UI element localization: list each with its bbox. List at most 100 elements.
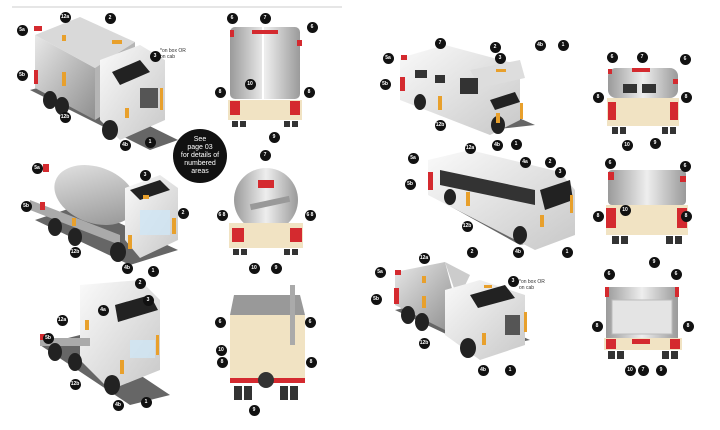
mixer-side-callout: 4b [121,262,133,274]
mixer-side-callout: 5a [31,162,43,174]
tractor-rear-callout: 8 [305,356,317,368]
mixer-side-callout: 2 [177,207,189,219]
dump-truck-side-callout: 4b [477,364,489,376]
tractor-side-callout: 1 [140,396,152,408]
bus-side-callout: 12a [464,142,476,154]
rv-side-callout: 3 [494,52,506,64]
dump-truck-side-callout: 5b [370,293,382,305]
bus-side-callout: 1 [561,246,573,258]
bus-rear-callout: 6 [604,157,616,169]
bus-side-callout: 4b [512,246,524,258]
bus-rear-illustration [606,170,688,244]
box-or-cab-note: *on box OR on cab [160,48,186,60]
tractor-side-callout: 5b [42,332,54,344]
see-note-line: numbered [184,160,216,167]
tractor-side-callout: 12a [56,314,68,326]
box-truck-rear-callout: 6 [226,12,238,24]
page-divider [12,6,342,8]
rv-side-illustration [400,45,535,135]
mixer-rear-callout: 7 [259,149,271,161]
rv-side-callout: 2 [489,41,501,53]
mixer-side-callout: 3 [139,169,151,181]
dump-truck-rear-callout: 8 [591,320,603,332]
box-truck-side-illustration [30,17,178,150]
box-truck-rear-callout: 9 [268,131,280,143]
rv-side-callout: 1 [510,138,522,150]
mixer-rear-callout: 6 8 [216,209,228,221]
bus-side-callout: 2 [544,156,556,168]
tractor-rear-callout: 6 [304,316,316,328]
box-truck-rear-callout: 10 [244,78,256,90]
rv-side-callout: 5b [379,78,391,90]
mixer-side-illustration [30,164,178,265]
box-truck-rear-callout: 8 [303,86,315,98]
rv-side-callout: 7 [434,37,446,49]
bus-side-callout: 4a [519,156,531,168]
rv-rear-callout: 7 [636,51,648,63]
mixer-side-callout: 12b [69,246,81,258]
see-note-line: for details of [180,152,220,159]
rv-side-callout: 1 [557,39,569,51]
box-truck-side-callout: 12b [59,111,71,123]
rv-rear-illustration [607,68,679,134]
rv-rear-callout: 6 [606,51,618,63]
bus-side-callout: 12b [461,220,473,232]
dump-truck-side-illustration [394,262,530,360]
dump-truck-rear-callout: 7 [637,364,649,376]
tractor-rear-callout: 9 [248,404,260,416]
bus-side-callout: 3 [554,166,566,178]
rv-rear-callout: 6 [679,53,691,65]
dump-truck-side-callout: 12b [418,337,430,349]
dump-truck-rear-callout: 6 [603,268,615,280]
bus-side-callout: 5b [404,178,416,190]
tractor-rear-callout: 6 [214,316,226,328]
box-truck-side-callout: 5a [16,24,28,36]
rv-side-callout: 4b [491,139,503,151]
box-truck-side-callout: 1 [144,136,156,148]
box-truck-side-callout: 3 [149,50,161,62]
bus-rear-callout: 8 [680,210,692,222]
dump-truck-rear-illustration [604,287,682,359]
bus-side-callout: 5a [407,152,419,164]
box-truck-rear-callout: 7 [259,12,271,24]
rv-rear-callout: 9 [649,137,661,149]
dump-truck-rear-callout: 8 [682,320,694,332]
mixer-side-callout: 1 [147,265,159,277]
rv-rear-callout: 8 [680,91,692,103]
box-truck-side-callout: 4b [119,139,131,151]
dump-truck-rear-callout: 9 [655,364,667,376]
tractor-rear-callout: 10 [215,344,227,356]
box-or-cab-note: *on box OR on cab [519,279,545,291]
rv-rear-callout: 8 [592,91,604,103]
bus-rear-callout: 10 [619,204,631,216]
see-note-line: See [193,136,207,143]
box-truck-rear-callout: 6 [306,21,318,33]
bus-rear-callout: 8 [592,210,604,222]
rv-side-callout: 4b [534,39,546,51]
dump-truck-side-callout: 3 [507,275,519,287]
dump-truck-rear-callout: 10 [624,364,636,376]
box-truck-rear-callout: 8 [214,86,226,98]
tractor-rear-illustration [230,285,305,400]
box-truck-rear-illustration [228,27,302,127]
see-note-line: areas [191,168,209,175]
tractor-rear-callout: 8 [216,356,228,368]
bus-rear-callout: 9 [648,256,660,268]
box-truck-side-callout: 2 [104,12,116,24]
rv-side-callout: 5a [382,52,394,64]
bus-side-illustration [428,150,575,250]
tractor-side-callout: 3 [142,294,154,306]
bus-rear-callout: 6 [679,160,691,172]
box-truck-side-callout: 12a [59,11,71,23]
mixer-rear-callout: 10 [248,262,260,274]
tractor-side-callout: 4b [112,399,124,411]
dump-truck-side-callout: 2 [466,246,478,258]
dump-truck-side-callout: 12a [418,252,430,264]
tractor-side-callout: 4a [97,304,109,316]
dump-truck-side-callout: 1 [504,364,516,376]
mixer-rear-illustration [229,168,303,255]
tractor-side-callout: 2 [134,277,146,289]
see-note-line: page 03 [187,144,213,151]
